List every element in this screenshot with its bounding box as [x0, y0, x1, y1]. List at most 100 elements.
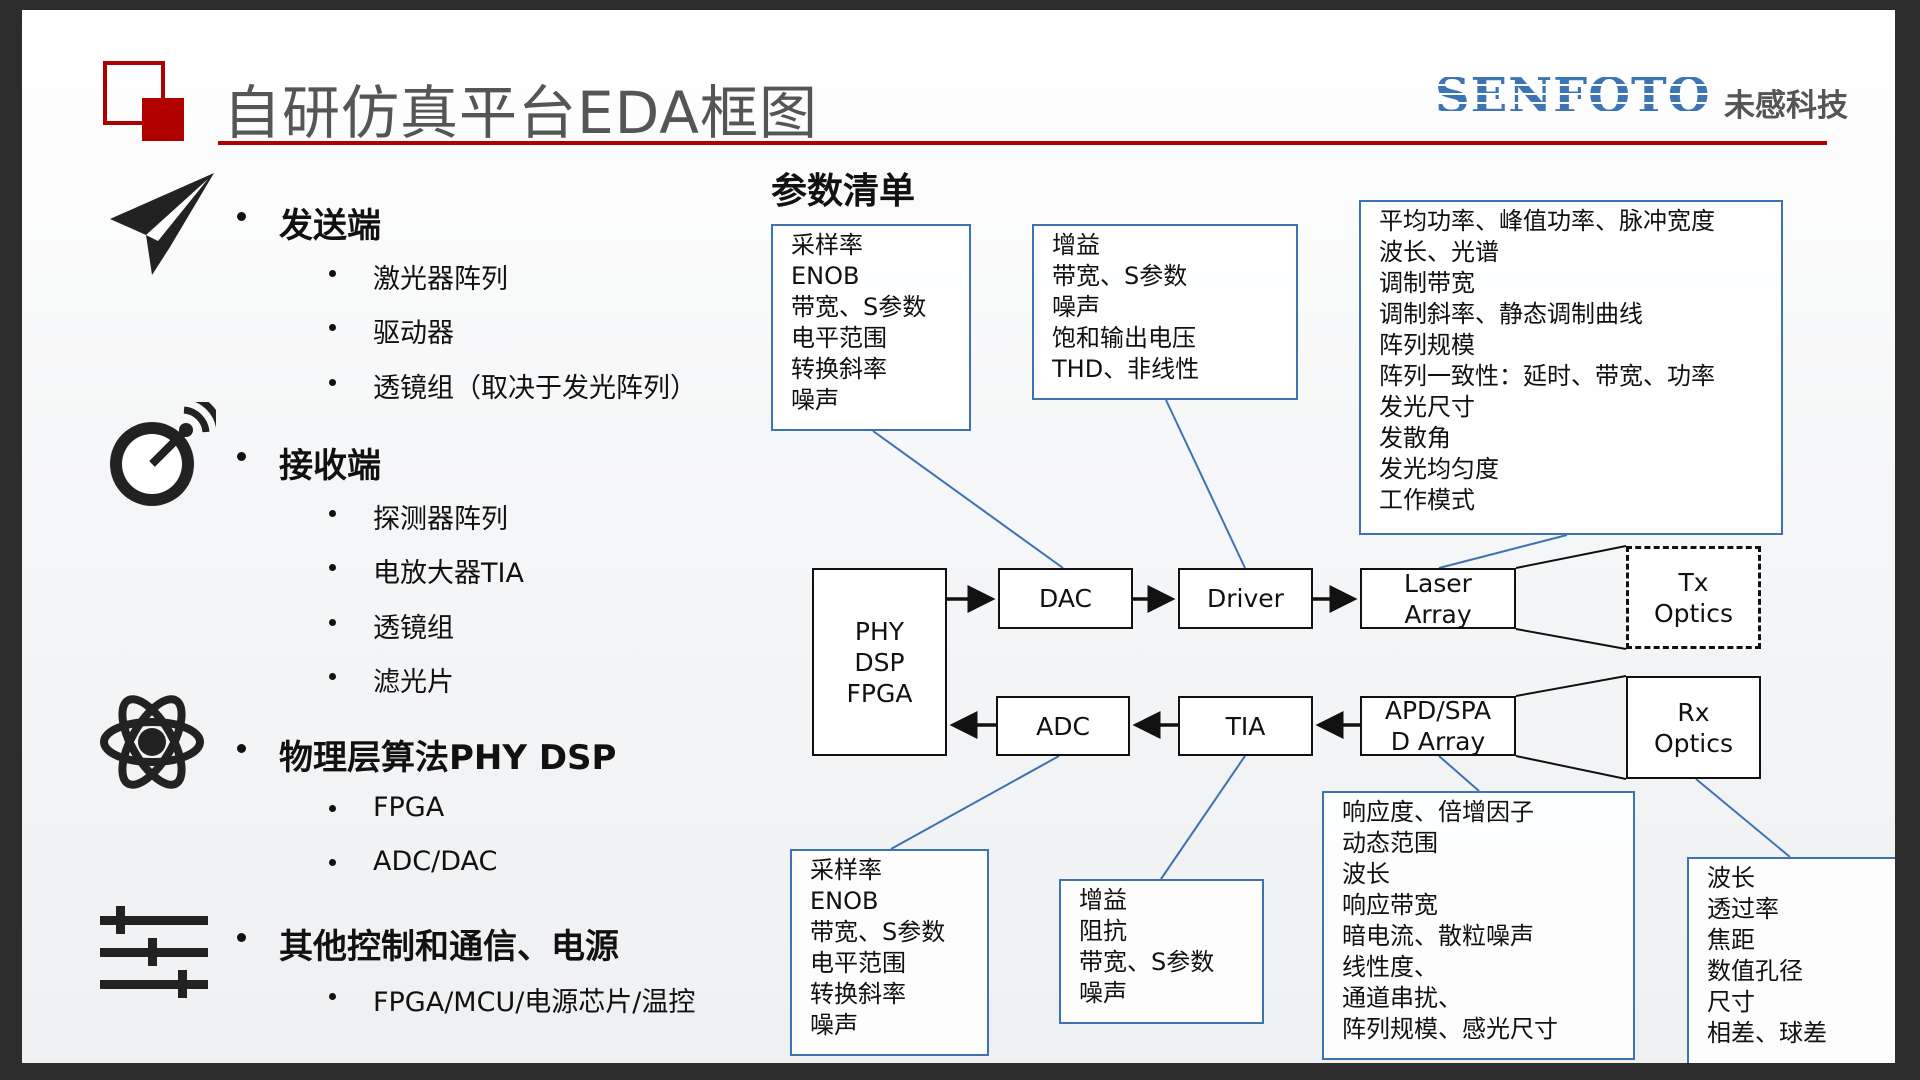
param: 调制斜率、静态调制曲线 [1379, 300, 1643, 328]
param-box-rx-optics: 波长透过率焦距数值孔径尺寸相差、球差 [1687, 857, 1895, 1063]
bullet [237, 744, 246, 753]
bullet [329, 270, 336, 277]
param: 阵列一致性：延时、带宽、功率 [1379, 362, 1715, 390]
list-item: 电放大器TIA [373, 558, 524, 589]
atom-icon [100, 686, 204, 798]
param: 工作模式 [1379, 486, 1475, 514]
bullet [329, 510, 336, 517]
diagram-connectors [872, 399, 1791, 880]
param: 增益 [1052, 231, 1100, 259]
bullet [329, 324, 336, 331]
param: 采样率 [810, 856, 882, 884]
param: 带宽、S参数 [1079, 948, 1215, 976]
block-adc: ADC [996, 696, 1130, 756]
list-item: 驱动器 [373, 318, 454, 349]
bullet [237, 933, 246, 942]
param: ENOB [810, 887, 879, 915]
param: 响应带宽 [1342, 891, 1438, 919]
param: 带宽、S参数 [791, 293, 927, 321]
heading-transmitter: 发送端 [279, 206, 381, 246]
param-box-tia: 增益阻抗带宽、S参数噪声 [1059, 879, 1264, 1024]
param: 发光均匀度 [1379, 455, 1499, 483]
block-label: APD/SPA [1384, 696, 1492, 725]
param: ENOB [791, 262, 860, 290]
block-label: Rx [1677, 697, 1710, 727]
bullet [237, 212, 246, 221]
list-item: FPGA/MCU/电源芯片/温控 [373, 987, 696, 1018]
block-label: Tx [1678, 567, 1709, 597]
param: 噪声 [1052, 293, 1100, 321]
param: 增益 [1079, 886, 1127, 914]
param: 带宽、S参数 [810, 918, 946, 946]
bullet [329, 619, 336, 626]
brand-name-cn: 未感科技 [1724, 88, 1848, 124]
bullet [237, 452, 246, 461]
list-item: 滤光片 [373, 667, 454, 698]
param: 噪声 [1079, 979, 1127, 1007]
param: 焦距 [1707, 926, 1755, 954]
param: 平均功率、峰值功率、脉冲宽度 [1379, 207, 1715, 235]
list-item: 透镜组 [373, 613, 454, 644]
param-box-adc: 采样率 ENOB 带宽、S参数电平范围转换斜率噪声 [790, 849, 989, 1056]
param: 阻抗 [1079, 917, 1127, 945]
param: 响应度、倍增因子 [1342, 798, 1534, 826]
block-label: Optics [1653, 728, 1734, 758]
bullet [329, 564, 336, 571]
bullet [329, 993, 336, 1000]
param: 通道串扰、 [1342, 984, 1462, 1012]
param: 波长 [1342, 860, 1390, 888]
param: 电平范围 [791, 324, 887, 352]
list-item: 透镜组（取决于发光阵列） [373, 373, 697, 404]
param: 波长 [1707, 864, 1755, 892]
param: 相差、球差 [1707, 1019, 1827, 1047]
block-dac: DAC [998, 568, 1133, 629]
param: 暗电流、散粒噪声 [1342, 922, 1534, 950]
block-label: FPGA [846, 678, 913, 708]
block-tia: TIA [1178, 696, 1313, 756]
param: 波长、光谱 [1379, 238, 1499, 266]
list-item: FPGA [373, 792, 445, 823]
param-list-title: 参数清单 [771, 171, 916, 212]
param: 调制带宽 [1379, 269, 1475, 297]
satellite-dish-icon [104, 402, 216, 510]
block-label: PHY [854, 616, 905, 646]
param-box-apd: 响应度、倍增因子动态范围波长响应带宽暗电流、散粒噪声线性度、通道串扰、阵列规模、… [1322, 791, 1635, 1060]
block-driver: Driver [1178, 568, 1313, 629]
title-logo-square [142, 98, 184, 141]
param: 发散角 [1379, 424, 1451, 452]
list-item: 激光器阵列 [373, 264, 508, 295]
param: 带宽、S参数 [1052, 262, 1188, 290]
bullet [329, 673, 336, 680]
heading-receiver: 接收端 [279, 446, 381, 486]
param: 阵列规模、感光尺寸 [1342, 1015, 1558, 1043]
title-divider [218, 141, 1827, 145]
block-label: Array [1404, 599, 1472, 629]
heading-phy-dsp: 物理层算法PHY DSP [279, 738, 617, 778]
param: 透过率 [1707, 895, 1779, 923]
block-label: Laser [1404, 568, 1472, 598]
param: 采样率 [791, 231, 863, 259]
param: 转换斜率 [791, 355, 887, 383]
param: 线性度、 [1342, 953, 1438, 981]
param: 电平范围 [810, 949, 906, 977]
sliders-icon [100, 906, 208, 1000]
block-label: Optics [1653, 598, 1734, 628]
param: 动态范围 [1342, 829, 1438, 857]
bullet [329, 805, 336, 812]
param: 转换斜率 [810, 980, 906, 1008]
param: THD、非线性 [1052, 355, 1200, 383]
page-title: 自研仿真平台EDA框图 [223, 79, 818, 147]
block-label: DSP [854, 647, 905, 677]
bullet [329, 379, 336, 386]
list-item: ADC/DAC [373, 846, 498, 877]
param: 噪声 [810, 1011, 858, 1039]
param: 发光尺寸 [1379, 393, 1475, 421]
param: 数值孔径 [1707, 957, 1803, 985]
slide: 自研仿真平台EDA框图 SENFOTO 未感科技 发送端 激光器阵列 驱动器 透… [22, 10, 1895, 1063]
